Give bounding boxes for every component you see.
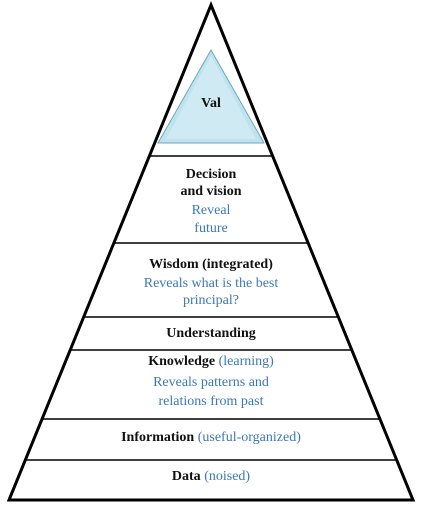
apex-triangle-highlight [166, 56, 256, 139]
level-data-note: (noised) [204, 469, 251, 484]
level-wisdom-title: Wisdom (integrated) [149, 257, 273, 272]
apex-label: Val [201, 96, 221, 111]
level-knowledge-desc-1: Reveals patterns and [153, 375, 269, 390]
level-wisdom-desc-2: principal? [183, 293, 239, 308]
level-decision-desc-1: Reveal [191, 203, 231, 218]
level-knowledge-title: Knowledge [148, 354, 216, 369]
level-wisdom-desc-1: Reveals what is the best [143, 276, 279, 291]
level-knowledge-heading: Knowledge (learning) [71, 353, 351, 370]
level-data-heading: Data (noised) [51, 468, 371, 485]
level-data-title: Data [171, 469, 201, 484]
level-decision-title: Decision [185, 167, 237, 182]
level-decision-title-2: and vision [180, 184, 242, 199]
level-understanding-title: Understanding [166, 326, 256, 341]
level-knowledge-note: (learning) [218, 354, 274, 369]
level-information-heading: Information (useful-organized) [51, 429, 371, 446]
pyramid-outline [6, 1, 416, 502]
level-decision-desc-2: future [194, 221, 228, 236]
level-information-note: (useful-organized) [197, 430, 301, 445]
level-information-title: Information [121, 430, 195, 445]
level-knowledge-desc-2: relations from past [158, 394, 264, 409]
